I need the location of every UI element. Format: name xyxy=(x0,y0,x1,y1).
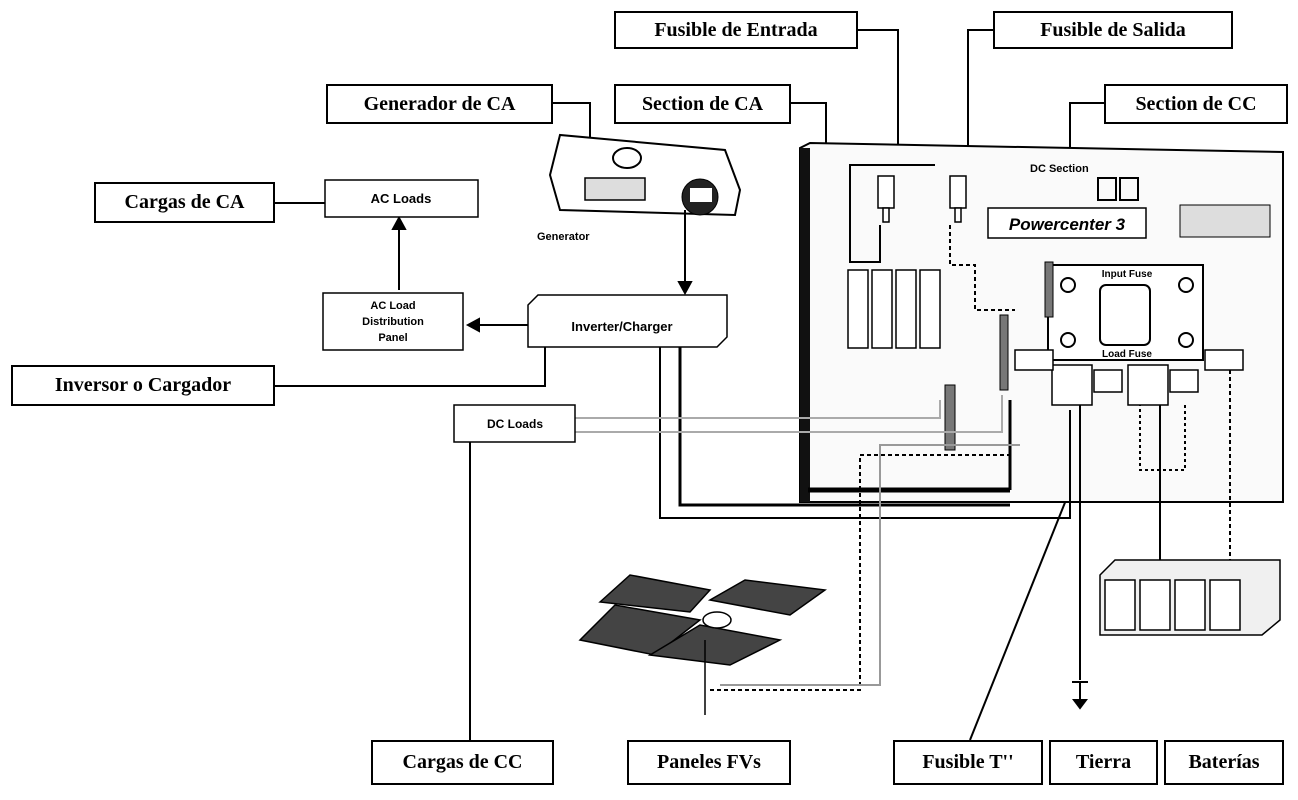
callout-section-cc: Section de CC xyxy=(1104,84,1288,124)
dc-loads-text: DC Loads xyxy=(487,417,543,431)
callout-cargas-ca: Cargas de CA xyxy=(94,182,275,223)
powercenter-enclosure: DC Section Powercenter 3 xyxy=(800,143,1283,502)
neg-bus-bar xyxy=(1045,262,1053,317)
callout-fusible-salida: Fusible de Salida xyxy=(993,11,1233,49)
inverter-charger-box: Inverter/Charger xyxy=(528,295,727,347)
callout-baterias: Baterías xyxy=(1164,740,1284,785)
ac-dist-line3: Panel xyxy=(378,332,407,344)
ground-bus-bar xyxy=(1000,315,1008,390)
callout-section-ca: Section de CA xyxy=(614,84,791,124)
callout-cargas-cc: Cargas de CC xyxy=(371,740,554,785)
callout-fusible-t: Fusible T'' xyxy=(893,740,1043,785)
pv-array-graphic xyxy=(580,575,825,715)
ac-loads-text: AC Loads xyxy=(371,191,432,206)
callout-paneles-fvs: Paneles FVs xyxy=(627,740,791,785)
dc-loads-box: DC Loads xyxy=(454,405,575,442)
callout-fusible-entrada: Fusible de Entrada xyxy=(614,11,858,49)
terminal-grid xyxy=(1180,205,1270,237)
dc-section-text: DC Section xyxy=(1030,163,1089,175)
leader-inversor xyxy=(275,347,545,386)
callout-tierra: Tierra xyxy=(1049,740,1158,785)
ground-symbol xyxy=(1072,682,1088,708)
battery-bank-graphic xyxy=(1100,560,1280,635)
generator-text: Generator xyxy=(537,231,590,243)
ac-loads-box: AC Loads xyxy=(325,180,478,217)
ac-dist-line2: Distribution xyxy=(362,316,424,328)
inverter-text: Inverter/Charger xyxy=(571,319,672,334)
dc-bus-bar xyxy=(945,385,955,450)
input-fuse-text: Input Fuse xyxy=(1102,269,1153,280)
powercenter-text: Powercenter 3 xyxy=(1009,215,1126,234)
callout-inversor-cargador: Inversor o Cargador xyxy=(11,365,275,406)
load-fuse-text: Load Fuse xyxy=(1102,349,1152,360)
generator-graphic xyxy=(550,135,740,215)
ac-distribution-box: AC Load Distribution Panel xyxy=(323,293,463,350)
callout-generador-ca: Generador de CA xyxy=(326,84,553,124)
ac-dist-line1: AC Load xyxy=(370,300,415,312)
